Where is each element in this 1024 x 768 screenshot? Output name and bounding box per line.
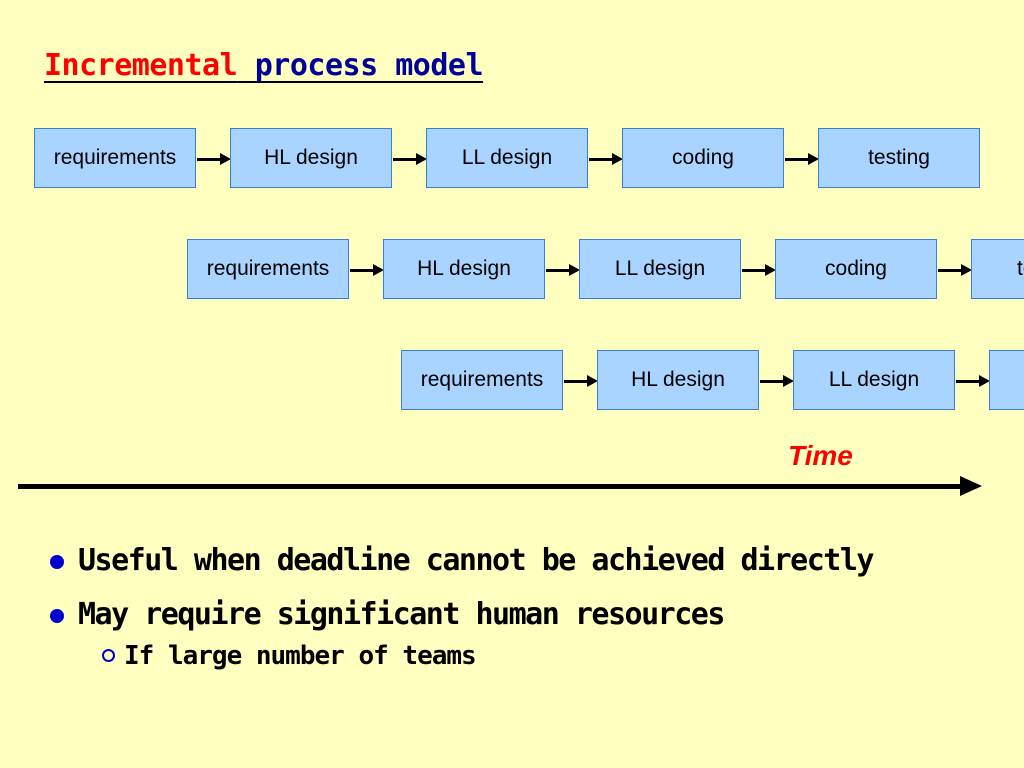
row3-arrow-3 — [956, 375, 990, 387]
row3-coding-box: coding — [989, 350, 1024, 410]
sub-bullet-text-1: If large number of teams — [124, 641, 477, 671]
row1-coding-box: coding — [622, 128, 784, 188]
row2-hl-design-box: HL design — [383, 239, 545, 299]
title-process-model: process model — [237, 48, 484, 83]
slide-title: Incremental process model — [44, 48, 484, 83]
time-label: Time — [788, 440, 853, 471]
bullet-item-2: May require significant human resources — [46, 594, 946, 636]
time-arrow-head-icon — [960, 476, 982, 496]
row2-arrow-3 — [742, 264, 776, 276]
title-incremental: Incremental — [44, 48, 238, 83]
row2-requirements-box: requirements — [187, 239, 349, 299]
bullet-list: Useful when deadline cannot be achieved … — [46, 540, 946, 674]
sub-bullet-item-1: If large number of teams — [102, 638, 946, 674]
bullet-item-1: Useful when deadline cannot be achieved … — [46, 540, 946, 582]
row3-hl-design-box: HL design — [597, 350, 759, 410]
row2-testing-box: testing — [971, 239, 1024, 299]
row1-ll-design-box: LL design — [426, 128, 588, 188]
row2-ll-design-box: LL design — [579, 239, 741, 299]
row3-requirements-box: requirements — [401, 350, 563, 410]
row1-hl-design-box: HL design — [230, 128, 392, 188]
row2-arrow-4 — [938, 264, 972, 276]
bullet-dot-icon — [50, 609, 64, 623]
sub-bullet-ring-icon — [102, 649, 115, 662]
row3-ll-design-box: LL design — [793, 350, 955, 410]
row1-arrow-3 — [589, 153, 623, 165]
row2-arrow-1 — [350, 264, 384, 276]
row1-testing-box: testing — [818, 128, 980, 188]
row1-arrow-1 — [197, 153, 231, 165]
row2-arrow-2 — [546, 264, 580, 276]
row3-arrow-2 — [760, 375, 794, 387]
bullet-text-1: Useful when deadline cannot be achieved … — [78, 543, 874, 578]
time-axis-line — [18, 484, 964, 489]
bullet-dot-icon — [50, 555, 64, 569]
row1-requirements-box: requirements — [34, 128, 196, 188]
row1-arrow-4 — [785, 153, 819, 165]
row2-coding-box: coding — [775, 239, 937, 299]
row3-arrow-1 — [564, 375, 598, 387]
row1-arrow-2 — [393, 153, 427, 165]
bullet-text-2: May require significant human resources — [78, 597, 725, 632]
